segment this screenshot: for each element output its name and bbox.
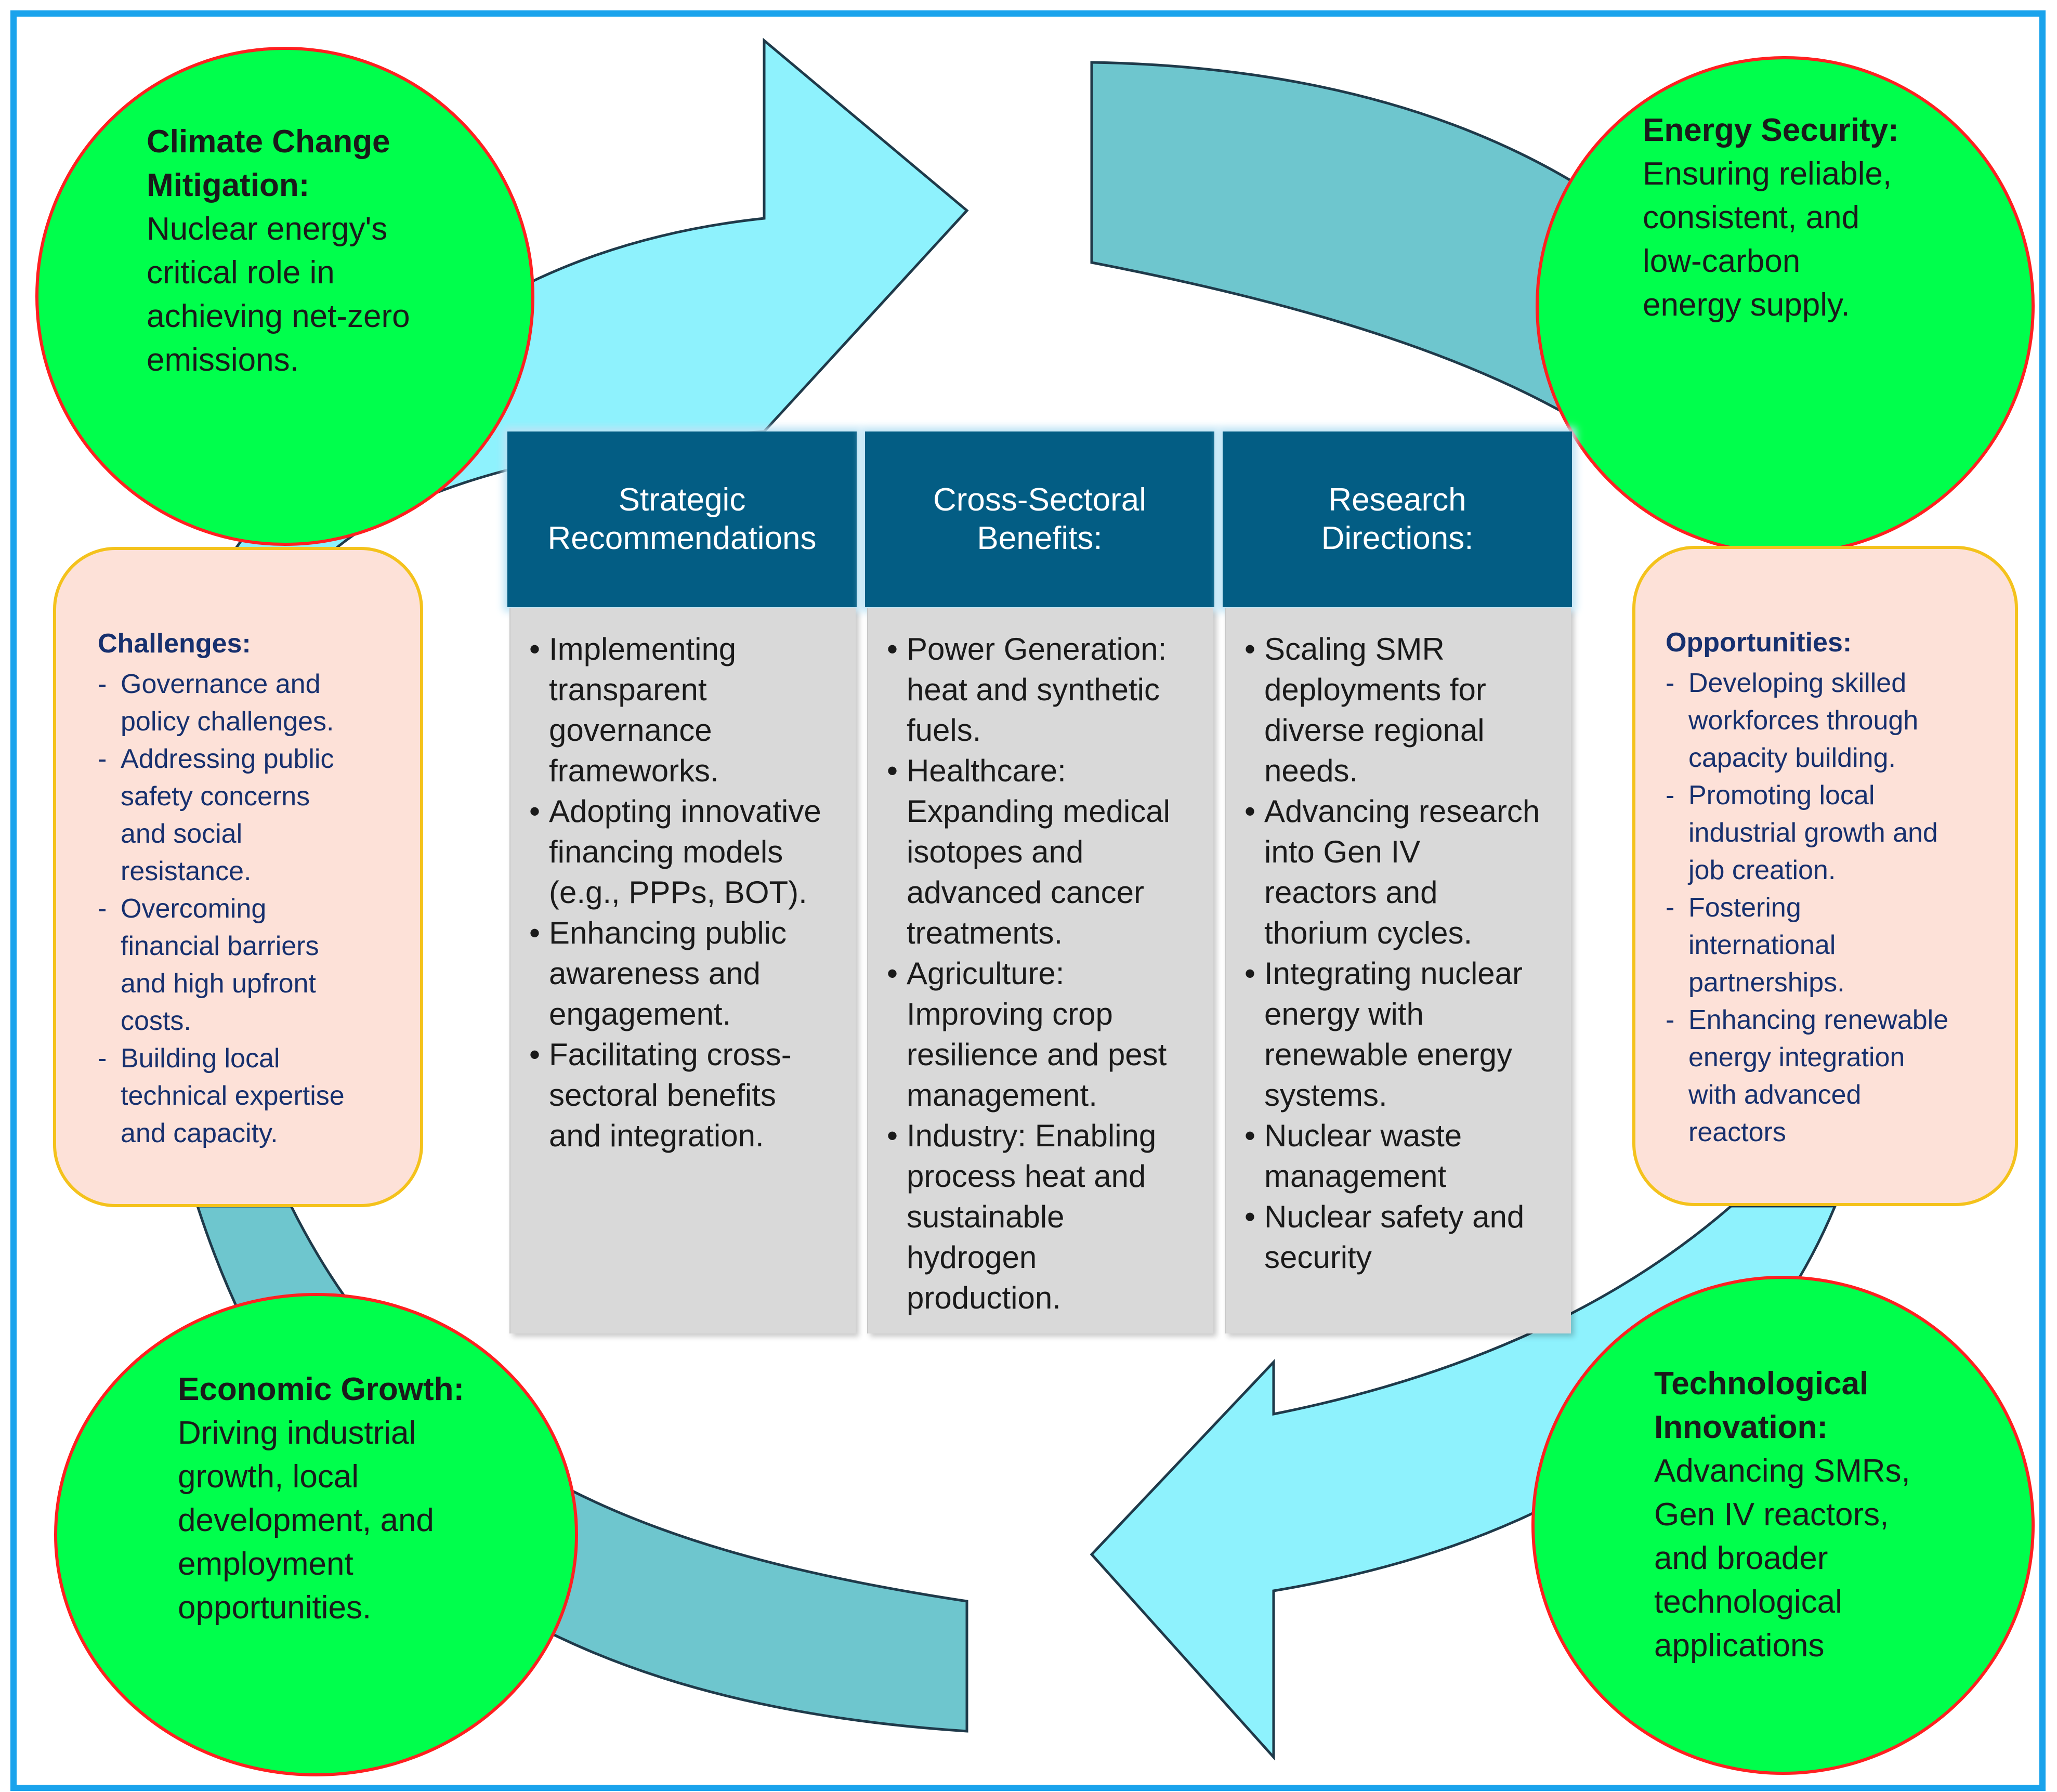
opportunity-text: Developing skilled workforces through ca… [1688, 668, 1919, 773]
challenge-text: Overcoming financial barriers and high u… [121, 894, 319, 1036]
challenge-item: -Overcoming financial barriers and high … [98, 894, 319, 1036]
opportunity-text: Enhancing renewable energy integration w… [1688, 1005, 1949, 1147]
column-body: •Power Generation: heat and synthetic fu… [867, 608, 1213, 1333]
circle-technological-innovation: Technological Innovation: Advancing SMRs… [1531, 1276, 2035, 1775]
circle-climate-change: Climate Change Mitigation: Nuclear energ… [35, 47, 534, 546]
column-research-directions: Research Directions: •Scaling SMR deploy… [1223, 431, 1572, 1333]
opportunity-item: -Developing skilled workforces through c… [1666, 668, 1919, 773]
column-item-text: Nuclear safety and security [1264, 1199, 1525, 1275]
column-item: •Agriculture: Improving crop resilience … [887, 956, 1167, 1113]
opportunities-title: Opportunities: [1666, 627, 1852, 658]
challenges-list: -Governance and policy challenges. -Addr… [98, 665, 420, 1152]
circle-energy-security: Energy Security: Ensuring reliable, cons… [1536, 56, 2035, 555]
challenges-box: Challenges: -Governance and policy chall… [53, 547, 423, 1207]
column-item-text: Integrating nuclear energy with renewabl… [1264, 956, 1523, 1113]
column-item: •Integrating nuclear energy with renewab… [1244, 956, 1523, 1113]
technology-title: Technological Innovation: [1654, 1366, 1869, 1445]
column-item: •Scaling SMR deployments for diverse reg… [1244, 632, 1486, 788]
column-item-text: Industry: Enabling process heat and sust… [907, 1118, 1157, 1315]
challenge-item: -Governance and policy challenges. [98, 669, 334, 737]
column-item: •Enhancing public awareness and engageme… [529, 915, 787, 1031]
opportunity-item: -Enhancing renewable energy integration … [1666, 1005, 1949, 1147]
column-item: •Adopting innovative financing models (e… [529, 794, 821, 910]
column-header: Research Directions: [1223, 431, 1572, 607]
opportunity-text: Fostering international partnerships. [1688, 893, 1845, 998]
column-item: •Implementing transparent governance fra… [529, 632, 737, 788]
column-item: •Healthcare: Expanding medical isotopes … [887, 753, 1170, 950]
opportunity-item: -Promoting local industrial growth and j… [1666, 780, 1938, 885]
column-item-text: Implementing transparent governance fram… [549, 632, 737, 788]
column-header: Strategic Recommendations [507, 431, 857, 607]
column-item: •Advancing research into Gen IV reactors… [1244, 794, 1540, 950]
column-list: •Implementing transparent governance fra… [529, 629, 850, 1156]
column-header: Cross-Sectoral Benefits: [865, 431, 1214, 607]
energy-body: Ensuring reliable, consistent, and low-c… [1643, 156, 1892, 323]
column-body: •Scaling SMR deployments for diverse reg… [1225, 608, 1571, 1333]
column-item-text: Power Generation: heat and synthetic fue… [907, 632, 1167, 748]
column-item: •Power Generation: heat and synthetic fu… [887, 632, 1167, 748]
technology-body: Advancing SMRs, Gen IV reactors, and bro… [1654, 1453, 1910, 1664]
circle-economic-growth: Economic Growth: Driving industrial grow… [54, 1293, 578, 1776]
column-item: •Facilitating cross- sectoral benefits a… [529, 1037, 792, 1153]
column-item-text: Advancing research into Gen IV reactors … [1264, 794, 1540, 950]
energy-title: Energy Security: [1643, 112, 1899, 148]
challenge-item: -Building local technical expertise and … [98, 1043, 345, 1148]
challenge-text: Addressing public safety concerns and so… [121, 744, 334, 886]
column-item-text: Scaling SMR deployments for diverse regi… [1264, 632, 1486, 788]
column-item: •Nuclear waste management [1244, 1118, 1462, 1194]
opportunities-list: -Developing skilled workforces through c… [1666, 664, 2014, 1151]
column-list: •Power Generation: heat and synthetic fu… [887, 629, 1208, 1318]
column-item-text: Healthcare: Expanding medical isotopes a… [907, 753, 1170, 950]
economic-title: Economic Growth: [178, 1371, 465, 1407]
column-body: •Implementing transparent governance fra… [509, 608, 856, 1333]
diagram-frame [10, 10, 2046, 1791]
column-item: •Industry: Enabling process heat and sus… [887, 1118, 1157, 1315]
arrow-bottom-left [195, 1205, 968, 1733]
column-list: •Scaling SMR deployments for diverse reg… [1244, 629, 1566, 1278]
challenge-text: Governance and policy challenges. [121, 669, 334, 737]
challenge-text: Building local technical expertise and c… [121, 1043, 345, 1148]
column-item: •Nuclear safety and security [1244, 1199, 1525, 1275]
column-item-text: Agriculture: Improving crop resilience a… [907, 956, 1167, 1113]
column-item-text: Nuclear waste management [1264, 1118, 1462, 1194]
challenge-item: -Addressing public safety concerns and s… [98, 744, 334, 886]
opportunity-text: Promoting local industrial growth and jo… [1688, 780, 1938, 885]
column-cross-sectoral-benefits: Cross-Sectoral Benefits: •Power Generati… [865, 431, 1214, 1333]
economic-body: Driving industrial growth, local develop… [178, 1415, 434, 1626]
column-strategic-recommendations: Strategic Recommendations •Implementing … [507, 431, 857, 1333]
opportunity-item: -Fostering international partnerships. [1666, 893, 1845, 998]
challenges-title: Challenges: [98, 629, 251, 659]
climate-body: Nuclear energy's critical role in achiev… [147, 211, 410, 378]
column-item-text: Adopting innovative financing models (e.… [549, 794, 821, 910]
column-item-text: Enhancing public awareness and engagemen… [549, 915, 787, 1031]
opportunities-box: Opportunities: -Developing skilled workf… [1632, 546, 2018, 1206]
climate-title: Climate Change Mitigation: [147, 124, 390, 203]
column-item-text: Facilitating cross- sectoral benefits an… [549, 1037, 792, 1153]
